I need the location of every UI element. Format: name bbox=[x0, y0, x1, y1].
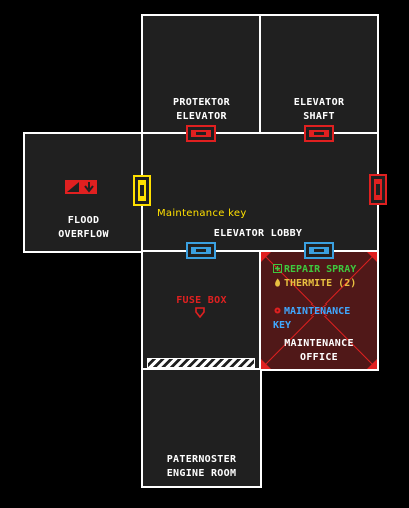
label-fuse-box: FUSE BOX bbox=[176, 295, 227, 306]
door-protektor-elevator[interactable] bbox=[186, 125, 216, 142]
loot-label: THERMITE (2) bbox=[284, 278, 357, 289]
room-fuse-box[interactable] bbox=[141, 250, 262, 371]
label-elevator-shaft: ELEVATOR SHAFT bbox=[293, 97, 345, 122]
loot-item-thermite[interactable]: THERMITE (2) bbox=[273, 277, 356, 291]
door-lobby-fuse-box[interactable] bbox=[186, 242, 216, 259]
label-flood-overflow: FLOOD OVERFLOW bbox=[58, 215, 109, 240]
room-elevator-shaft[interactable] bbox=[259, 14, 379, 135]
room-paternoster-engine-room[interactable] bbox=[141, 368, 262, 488]
room-protektor-elevator[interactable] bbox=[141, 14, 262, 135]
label-paternoster-engine-room: PATERNOSTER ENGINE ROOM bbox=[166, 454, 237, 479]
door-lobby-east[interactable] bbox=[369, 174, 387, 205]
key-icon bbox=[274, 307, 281, 314]
water-level-icon bbox=[65, 180, 81, 194]
door-elevator-shaft[interactable] bbox=[304, 125, 334, 142]
loot-item-repair-spray[interactable]: REPAIR SPRAY bbox=[273, 263, 356, 277]
label-maintenance-office: MAINTENANCE OFFICE bbox=[284, 338, 354, 363]
label-elevator-lobby: ELEVATOR LOBBY bbox=[213, 228, 303, 239]
office-decor bbox=[261, 252, 377, 369]
label-protektor-elevator: PROTEKTOR ELEVATOR bbox=[173, 97, 230, 122]
loot-item-maintenance-key[interactable]: MAINTENANCE KEY bbox=[273, 291, 350, 333]
loot-label: MAINTENANCE KEY bbox=[273, 306, 351, 331]
arrow-down-icon bbox=[81, 180, 97, 194]
fuse-box-marker-icon[interactable] bbox=[195, 307, 205, 318]
plus-icon bbox=[273, 264, 282, 273]
door-hint-maintenance-key: Maintenance key bbox=[157, 208, 247, 219]
hazard-stripe-barrier bbox=[147, 358, 255, 368]
door-lobby-maintenance-office[interactable] bbox=[304, 242, 334, 259]
flame-icon bbox=[275, 278, 280, 287]
door-maintenance-key-locked[interactable] bbox=[133, 175, 151, 206]
loot-label: REPAIR SPRAY bbox=[284, 264, 357, 275]
